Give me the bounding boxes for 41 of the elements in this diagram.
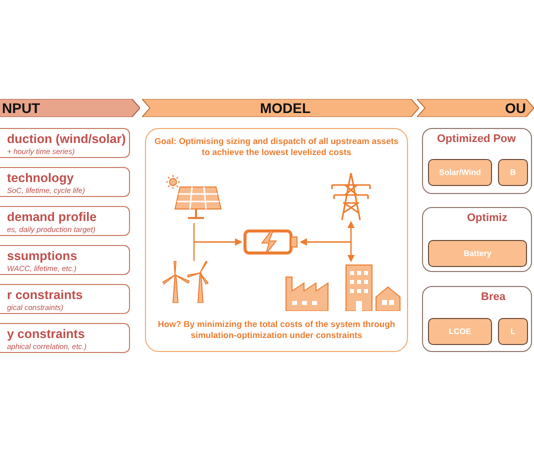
input-box xyxy=(0,284,130,314)
stage-label: MODEL xyxy=(260,100,311,116)
input-title: technology xyxy=(7,171,75,185)
battery-icon xyxy=(243,229,299,255)
model-panel xyxy=(145,128,408,352)
stage-label: OU xyxy=(505,100,526,116)
stage-header-banner xyxy=(0,99,140,117)
output-item-box xyxy=(498,318,528,345)
item-label: B xyxy=(510,168,516,177)
item-label: Battery xyxy=(464,249,492,258)
arrow xyxy=(347,220,355,262)
arrow xyxy=(300,238,352,261)
input-title: r constraints xyxy=(7,288,84,302)
arrow xyxy=(193,238,242,261)
input-box xyxy=(0,128,130,158)
panel-heading: Optimized Pow xyxy=(437,133,516,145)
output-item-box xyxy=(498,159,528,186)
panel-heading: Brea xyxy=(481,291,506,303)
input-box xyxy=(0,206,130,236)
input-title: ssumptions xyxy=(7,249,78,263)
input-box xyxy=(0,167,130,197)
output-item-box xyxy=(428,159,492,186)
item-label: Solar/Wind xyxy=(439,168,481,177)
output-panel xyxy=(422,207,532,272)
stage-header-banner xyxy=(417,99,534,117)
stage-label: NPUT xyxy=(2,100,40,116)
input-title: y constraints xyxy=(7,327,86,341)
method-text: How? By minimizing the total costs of the system through simulation-optimization under constraints xyxy=(156,319,396,341)
item-label: L xyxy=(510,327,516,336)
output-panel xyxy=(422,128,532,194)
power-pylon-drawing xyxy=(330,173,372,221)
output-panel xyxy=(422,286,532,352)
item-label: LCOE xyxy=(448,327,472,336)
output-item-box xyxy=(428,318,492,345)
output-item-box xyxy=(428,240,527,267)
panel-heading: Optimiz xyxy=(467,212,508,224)
goal-text: Goal: Optimising sizing and dispatch of all upstream assets to achieve the lowest levelized costs xyxy=(153,136,400,158)
input-title: duction (wind/solar) xyxy=(7,132,125,146)
input-box xyxy=(0,245,130,275)
input-title: demand profile xyxy=(7,210,98,224)
input-box xyxy=(0,323,130,353)
